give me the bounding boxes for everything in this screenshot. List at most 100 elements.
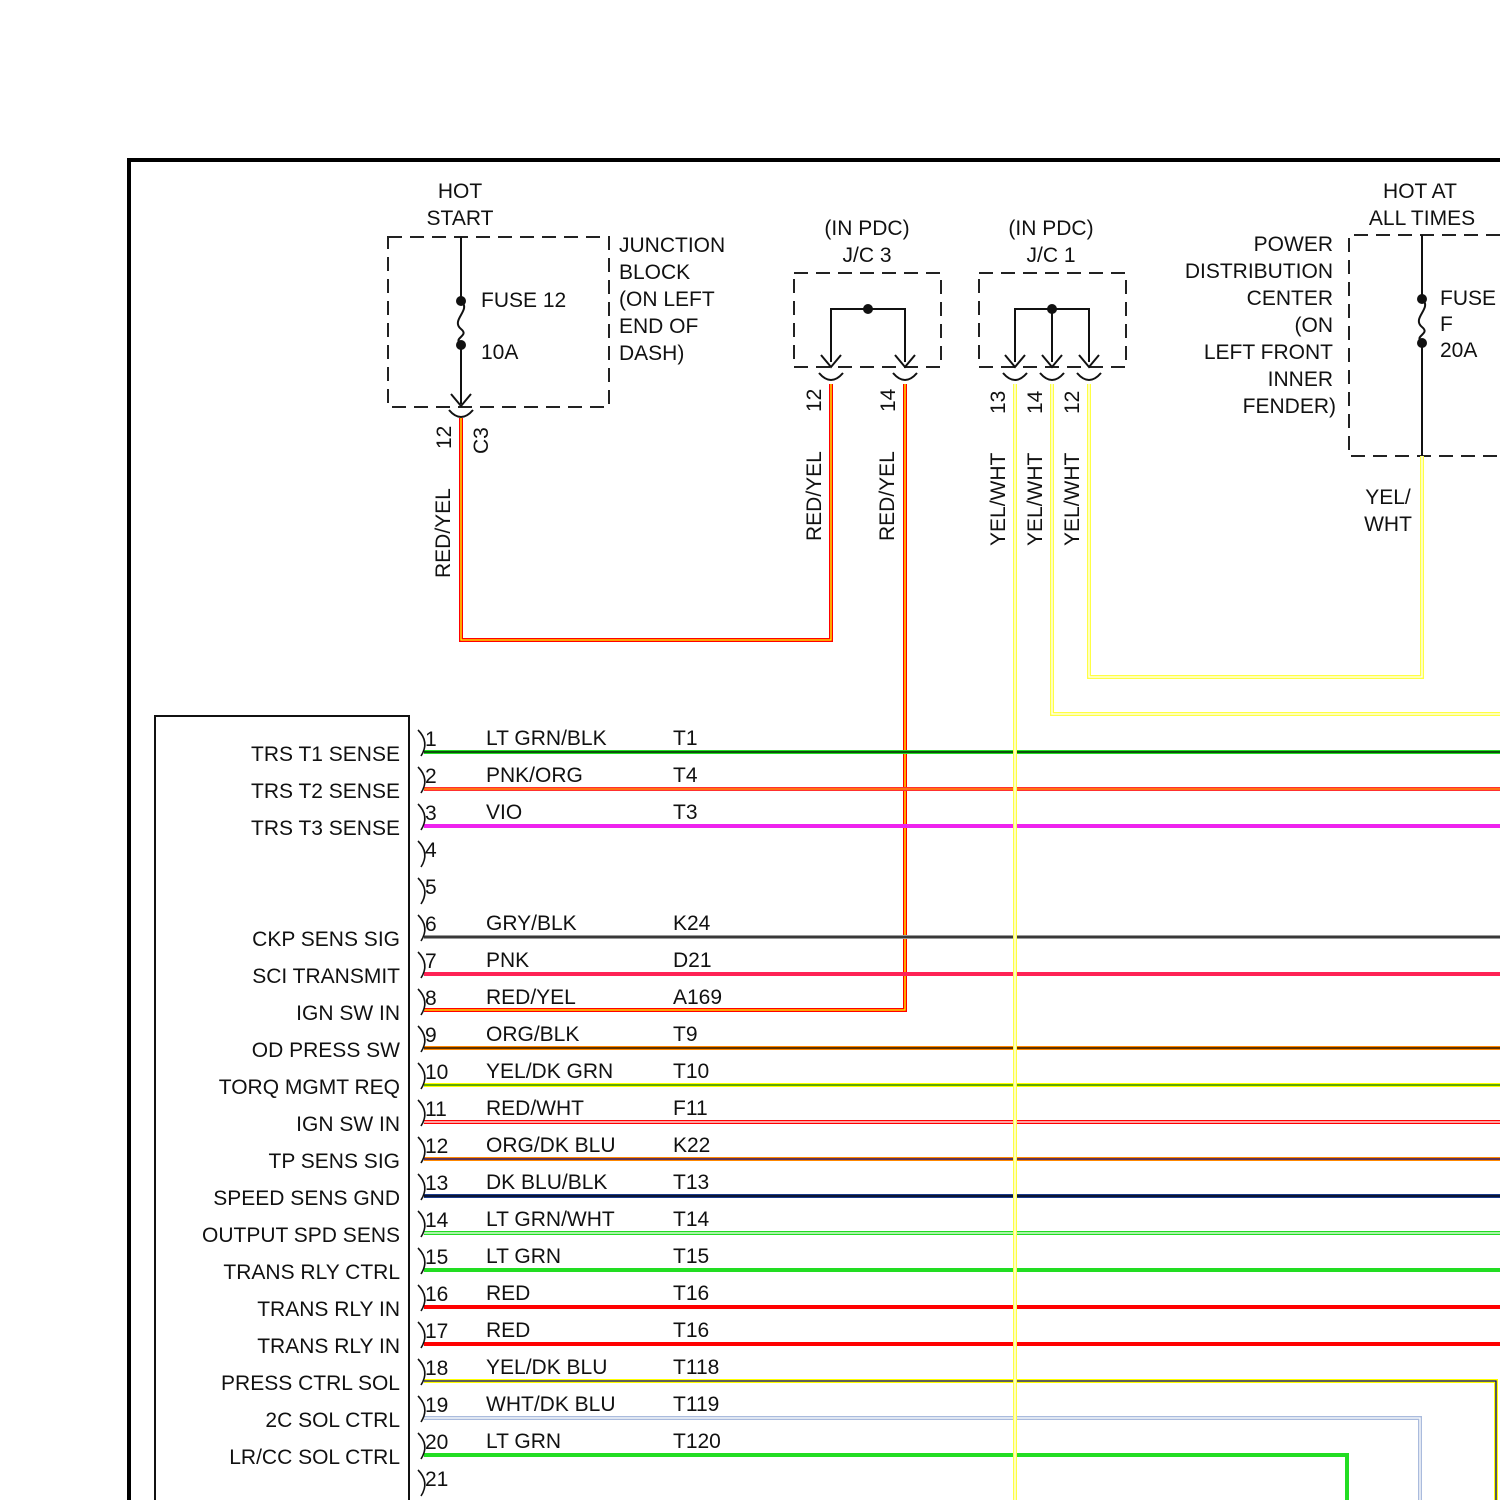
jb-desc-line-3: (ON LEFT — [619, 288, 715, 311]
pin-connector-bracket — [418, 730, 425, 756]
pin-function-label: 2C SOL CTRL — [265, 1409, 400, 1432]
pin-connector-bracket — [418, 1470, 425, 1496]
circuit-id-label: T120 — [673, 1430, 721, 1453]
wire-color-label: WHT/DK BLU — [486, 1393, 616, 1416]
circuit-id-label: A169 — [673, 986, 722, 1009]
circuit-id-label: T15 — [673, 1245, 709, 1268]
jc3-pin12-wire-color: RED/YEL — [803, 451, 826, 541]
jc3-splice-dot — [863, 304, 873, 314]
jc1-pin14-number: 14 — [1024, 390, 1047, 414]
pdc-wire-color-line-1: YEL/ — [1365, 486, 1411, 509]
module-pin-row: 8IGN SW INRED/YELA169 — [296, 986, 722, 1025]
jb-pin-number: 12 — [433, 426, 456, 449]
pin-connector-bracket — [418, 952, 425, 978]
jc3-pin14-number: 14 — [877, 388, 900, 412]
pdc-wire-color-line-2: WHT — [1364, 513, 1412, 536]
pin-number: 21 — [425, 1468, 448, 1491]
module-pin-row: 21 — [418, 1468, 448, 1496]
jc3-pin14-cup — [893, 373, 917, 380]
wire-color-label: LT GRN/BLK — [486, 727, 607, 750]
pin-function-label: TRS T1 SENSE — [251, 743, 400, 766]
pdc-desc-line-5: LEFT FRONT — [1204, 341, 1333, 364]
circuit-id-label: T119 — [673, 1393, 719, 1416]
jb-connector-cup — [449, 410, 473, 417]
module-pin-row: 12TP SENS SIGORG/DK BLUK22 — [269, 1134, 711, 1173]
pin-connector-bracket — [418, 1359, 425, 1385]
wire-color-label: RED/WHT — [486, 1097, 584, 1120]
circuit-id-label: T9 — [673, 1023, 698, 1046]
pin-number: 18 — [425, 1357, 448, 1380]
jc3-dashed-box — [794, 273, 941, 367]
pin-connector-bracket — [418, 1322, 425, 1348]
pdc-hot-line-2: ALL TIMES — [1369, 207, 1475, 230]
pin-function-label: LR/CC SOL CTRL — [229, 1446, 400, 1469]
jc3-pin12-cup — [819, 373, 843, 380]
fuse-12-rating: 10A — [481, 341, 518, 364]
pin-connector-bracket — [418, 804, 425, 830]
pin-connector-bracket — [418, 1285, 425, 1311]
pin-function-label: SPEED SENS GND — [213, 1187, 400, 1210]
fuse-12-name: FUSE 12 — [481, 289, 566, 312]
pdc-desc-line-7: FENDER) — [1243, 395, 1336, 418]
jb-dashed-box — [388, 237, 609, 407]
jc1-pin13-wire-color: YEL/WHT — [987, 452, 1010, 546]
module-pin-row: 1TRS T1 SENSELT GRN/BLKT1 — [251, 727, 698, 766]
wire-jb-to-jc3 — [461, 384, 831, 640]
pin-connector-bracket — [418, 1174, 425, 1200]
pdc-desc-line-4: (ON — [1295, 314, 1334, 337]
pin-number: 12 — [425, 1135, 448, 1158]
pin-connector-bracket — [418, 1211, 425, 1237]
jb-desc-line-5: DASH) — [619, 342, 684, 365]
jc1-pin13-number: 13 — [987, 391, 1010, 414]
pin-number: 15 — [425, 1246, 448, 1269]
pin-connector-bracket — [418, 1063, 425, 1089]
circuit-id-label: T3 — [673, 801, 698, 824]
circuit-id-label: T118 — [673, 1356, 719, 1379]
pin-connector-bracket — [418, 989, 425, 1015]
jb-desc-line-4: END OF — [619, 315, 698, 338]
pin-function-label: TRANS RLY IN — [257, 1298, 400, 1321]
circuit-id-label: F11 — [673, 1097, 708, 1120]
wire-jc1-pin14-feed — [1052, 384, 1500, 714]
pin-number: 3 — [425, 802, 437, 825]
fuse-f-symbol — [1419, 299, 1425, 342]
pin-function-label: TRANS RLY CTRL — [223, 1261, 400, 1284]
wire-color-label: DK BLU/BLK — [486, 1171, 607, 1194]
pin-function-label: TORQ MGMT REQ — [219, 1076, 400, 1099]
wire-color-label: ORG/DK BLU — [486, 1134, 616, 1157]
jc1-bus — [1015, 309, 1089, 362]
wire-color-label: PNK/ORG — [486, 764, 583, 787]
pin-number: 17 — [425, 1320, 448, 1343]
jb-hot-line-2: START — [427, 207, 494, 230]
circuit-id-label: K22 — [673, 1134, 710, 1157]
wire-color-label: LT GRN — [486, 1430, 561, 1453]
module-pin-row: 11IGN SW INRED/WHTF11 — [296, 1097, 707, 1136]
jc1-location: (IN PDC) — [1008, 217, 1093, 240]
wire-layer — [424, 384, 1500, 1500]
pin-function-label: OD PRESS SW — [252, 1039, 400, 1062]
circuit-id-label: D21 — [673, 949, 712, 972]
junction-block: HOT START FUSE 12 10A JUNCTION BLOCK (ON… — [388, 180, 725, 578]
jb-desc-line-2: BLOCK — [619, 261, 690, 284]
module-pin-row: 2TRS T2 SENSEPNK/ORGT4 — [251, 764, 698, 803]
pin-connector-bracket — [418, 878, 425, 904]
pdc-desc-line-1: POWER — [1254, 233, 1333, 256]
jc1-pin14-cup — [1040, 373, 1064, 380]
power-distribution-center: HOT AT ALL TIMES POWER DISTRIBUTION CENT… — [1185, 180, 1500, 536]
pin-number: 20 — [425, 1431, 448, 1454]
pin-function-label: OUTPUT SPD SENS — [202, 1224, 400, 1247]
pin-connector-bracket — [418, 1100, 425, 1126]
pin-number: 8 — [425, 987, 437, 1010]
module-pin-row: 18PRESS CTRL SOLYEL/DK BLUT118 — [221, 1356, 719, 1395]
jc1-pin12-wire-color: YEL/WHT — [1061, 452, 1084, 546]
wire-pin-20 — [424, 1455, 1347, 1500]
pdc-desc-line-6: INNER — [1268, 368, 1333, 391]
pin-connector-bracket — [418, 767, 425, 793]
